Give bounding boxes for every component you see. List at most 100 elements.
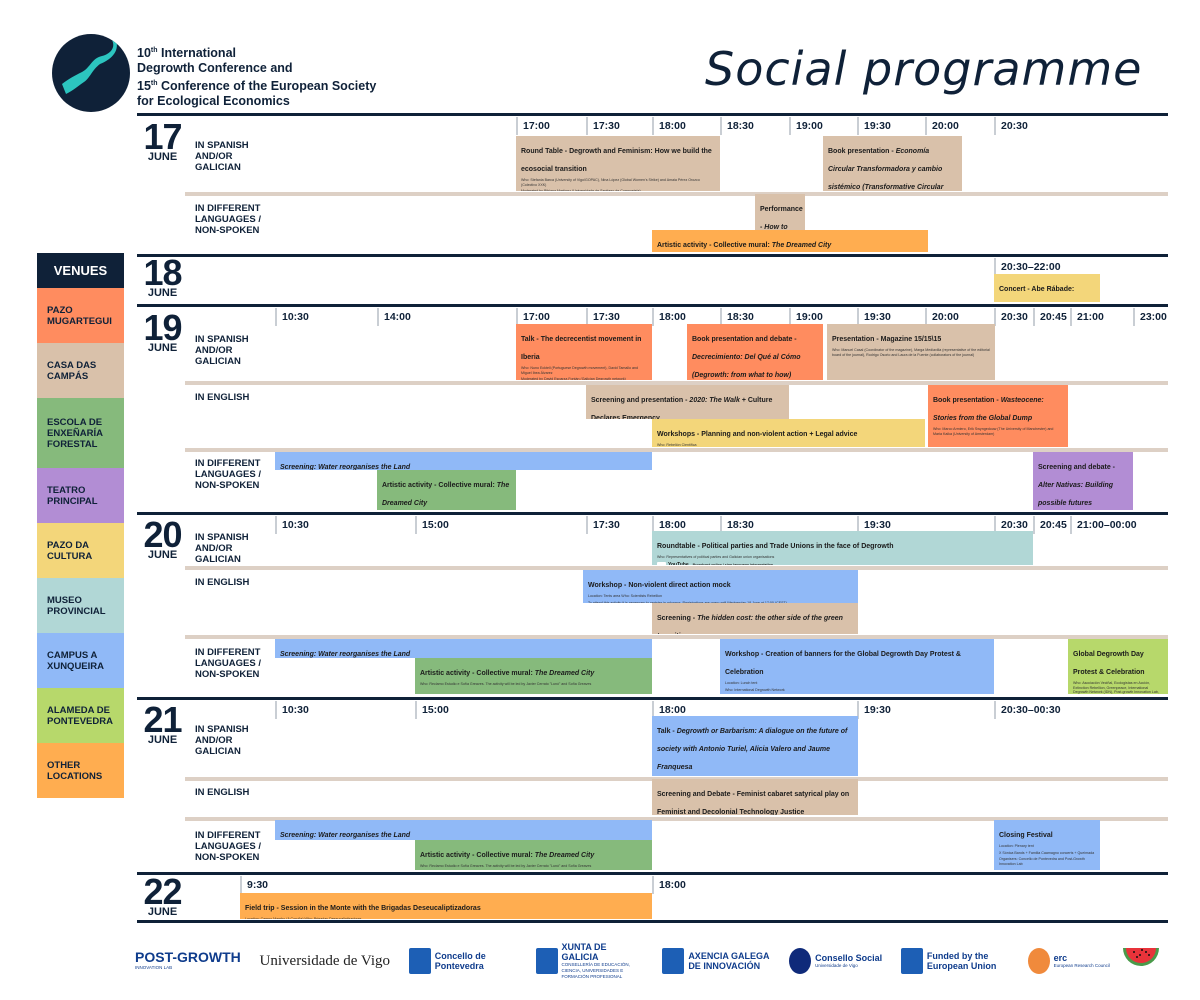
day-number: 19	[143, 307, 182, 348]
event-title: Performance -	[760, 206, 803, 230]
event-block[interactable]: Artistic activity - Collective mural: Th…	[415, 840, 652, 870]
event-title-italic: 2020: The Walk	[689, 397, 740, 404]
event-title: Roundtable - Political parties and Trade…	[657, 543, 894, 550]
time-slot: 15:00	[415, 701, 652, 719]
row-label-spanish: IN SPANISH AND/OR GALICIAN	[195, 724, 249, 757]
day-month: JUNE	[147, 342, 178, 354]
event-heading: Closing Festival	[999, 824, 1095, 842]
event-heading: Book presentation - Economía Circular Tr…	[828, 140, 957, 191]
event-title-italic: Screening: Water reorganises the Land	[280, 832, 411, 839]
event-detail: Who: Reclamo Estudio e Sofía Greaves. Th…	[420, 864, 592, 868]
event-detail: Organisers: Concello de Pontevedra and P…	[999, 857, 1085, 866]
event-heading: Artistic activity - Collective mural: Th…	[420, 662, 647, 680]
event-block[interactable]: Workshop - Non-violent direct action moc…	[583, 570, 858, 603]
logo-sub: European Research Council	[1053, 962, 1110, 968]
conference-line: Degrowth Conference and	[137, 61, 293, 76]
row-label-english: IN ENGLISH	[195, 577, 250, 588]
event-block[interactable]: Performance - How to praise out loudWho:…	[755, 194, 805, 230]
day-number: 20	[143, 514, 182, 555]
event-block[interactable]: Roundtable - Political parties and Trade…	[652, 531, 1033, 565]
event-heading: Book presentation - Wasteocene: Stories …	[933, 389, 1063, 425]
time-slot: 21:00–00:00	[1070, 516, 1168, 534]
row-separator	[185, 566, 1168, 570]
watermelon-icon	[1122, 944, 1160, 975]
event-title: Artistic activity - Collective mural:	[657, 242, 772, 249]
event-title: Field trip - Session in the Monte with t…	[245, 905, 481, 912]
time-slot: 20:30–00:30	[994, 701, 1168, 719]
row-label-different: IN DIFFERENT LANGUAGES / NON-SPOKEN	[195, 647, 261, 680]
event-detail: Who: Nuno Ecktell (Portuguese Degrowth m…	[521, 366, 638, 375]
event-heading: Workshops - Planning and non-violent act…	[657, 423, 920, 441]
day-month: JUNE	[147, 734, 178, 746]
event-block[interactable]: Field trip - Session in the Monte with t…	[240, 893, 652, 919]
event-detail: Location: Lunch tent	[725, 681, 758, 685]
event-heading: Global Degrowth Day Protest & Celebratio…	[1073, 643, 1163, 679]
time-slot: 20:30	[994, 308, 1033, 326]
event-block[interactable]: Screening: Water reorganises the LandLoc…	[275, 639, 652, 658]
event-block[interactable]: Book presentation and debate - Decrecimi…	[687, 324, 823, 380]
venue-4: PAZO DA CULTURA	[37, 523, 124, 578]
event-block[interactable]: Workshops - Planning and non-violent act…	[652, 419, 925, 447]
event-block[interactable]: Artistic activity - Collective mural: Th…	[652, 230, 928, 252]
time-slot: 19:30	[857, 701, 994, 719]
event-block[interactable]: Talk - The decrecentist movement in Iber…	[516, 324, 652, 380]
logo-mark-icon	[535, 947, 558, 974]
logo-mark-icon	[408, 947, 431, 974]
time-slot: 10:30	[275, 516, 415, 534]
event-block[interactable]: Screening: Water reorganises the LandLoc…	[275, 820, 652, 840]
row-label-english: IN ENGLISH	[195, 392, 250, 403]
event-heading: Screening: Water reorganises the Land	[280, 824, 647, 840]
event-block[interactable]: Screening - The hidden cost: the other s…	[652, 603, 858, 634]
event-heading: Artistic activity - Collective mural: Th…	[420, 844, 647, 862]
event-title-italic: Screening: Water reorganises the Land	[280, 464, 411, 470]
event-block[interactable]: Screening and presentation - 2020: The W…	[586, 385, 789, 419]
event-block[interactable]: Workshop - Creation of banners for the G…	[720, 639, 994, 694]
event-detail: Who: Rebelión Científica	[657, 443, 697, 447]
event-block[interactable]: Talk - Degrowth or Barbarism: A dialogue…	[652, 716, 858, 776]
venue-7: ALAMEDA DE PONTEVEDRA	[37, 688, 124, 743]
event-block[interactable]: Book presentation - Economía Circular Tr…	[823, 136, 962, 191]
day-month: JUNE	[147, 151, 178, 163]
time-slot: 19:00	[789, 308, 857, 326]
event-block[interactable]: Book presentation - Wasteocene: Stories …	[928, 385, 1068, 447]
event-heading: Round Table - Degrowth and Feminism: How…	[521, 140, 715, 176]
day-month: JUNE	[147, 287, 178, 299]
logo-text: Funded by the European Union	[927, 951, 1009, 971]
event-block[interactable]: Global Degrowth Day Protest & Celebratio…	[1068, 639, 1168, 694]
event-block[interactable]: Round Table - Degrowth and Feminism: How…	[516, 136, 720, 191]
time-slot: 20:00	[925, 117, 994, 135]
event-block[interactable]: Concert - Abe Rábade: Botánica	[994, 274, 1100, 302]
time-slot: 19:30	[857, 516, 994, 534]
logo-text: AXENCIA GALEGA DE INNOVACIÓN	[688, 951, 770, 971]
event-block[interactable]: Artistic activity - Collective mural: Th…	[415, 658, 652, 694]
event-title: Artistic activity - Collective mural:	[420, 852, 535, 859]
conference-line: 10th International	[137, 46, 236, 61]
event-title: Global Degrowth Day Protest & Celebratio…	[1073, 651, 1145, 676]
event-title-italic: The Dreamed City	[771, 242, 832, 249]
youtube-play-icon	[657, 561, 666, 565]
event-detail: Who: Representatives of political partie…	[657, 555, 775, 559]
venue-5: MUSEO PROVINCIAL	[37, 578, 124, 633]
venue-2: ESCOLA DE ENXEÑARÍA FORESTAL	[37, 398, 124, 468]
event-detail: Who: Asociación Veciñal, Ecologistas en …	[1073, 681, 1159, 694]
row-separator	[185, 635, 1168, 639]
event-block[interactable]: Screening: Water reorganises the LandLoc…	[275, 452, 652, 470]
event-block[interactable]: Artistic activity - Collective mural: Th…	[377, 470, 516, 510]
event-heading: Workshop - Creation of banners for the G…	[725, 643, 989, 679]
time-slot: 20:30	[994, 117, 1168, 135]
event-block[interactable]: Screening and Debate - Feminist cabaret …	[652, 779, 858, 815]
event-detail: Location: Tents area Who: Scientists Reb…	[588, 594, 663, 598]
event-heading: Book presentation and debate - Decrecimi…	[692, 328, 818, 380]
time-slot: 18:00	[652, 876, 1168, 894]
event-block[interactable]: Screening and debate - Alter Nativas: Bu…	[1033, 452, 1133, 510]
time-slot: 17:00	[516, 308, 586, 326]
row-label-english: IN ENGLISH	[195, 787, 250, 798]
event-detail: Who: International Degrowth Network	[725, 687, 785, 692]
event-detail: Who: Reclamo Estudio e Sofía Greaves. Th…	[420, 682, 592, 686]
